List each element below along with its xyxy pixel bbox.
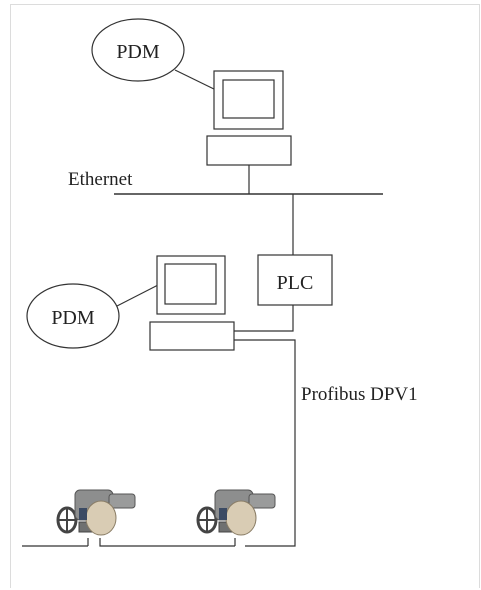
pdm-top-connector	[174, 69, 219, 92]
actuator-icon	[196, 488, 277, 537]
computer-icon	[206, 70, 292, 166]
pdm-mid-node: PDM	[26, 283, 120, 349]
profibus-bus	[234, 339, 296, 547]
pdm-mid-connector	[116, 283, 161, 307]
profibus-label: Profibus DPV1	[301, 384, 418, 405]
actuator-icon	[56, 488, 137, 537]
plc-node: PLC	[257, 254, 333, 306]
diagram-frame	[10, 4, 480, 588]
pdm-mid-label: PDM	[51, 307, 95, 329]
ethernet-label: Ethernet	[68, 169, 133, 190]
pdm-top-node: PDM	[91, 18, 185, 82]
plc-label: PLC	[277, 272, 314, 294]
computer-icon	[149, 255, 235, 351]
pdm-top-label: PDM	[116, 41, 160, 63]
